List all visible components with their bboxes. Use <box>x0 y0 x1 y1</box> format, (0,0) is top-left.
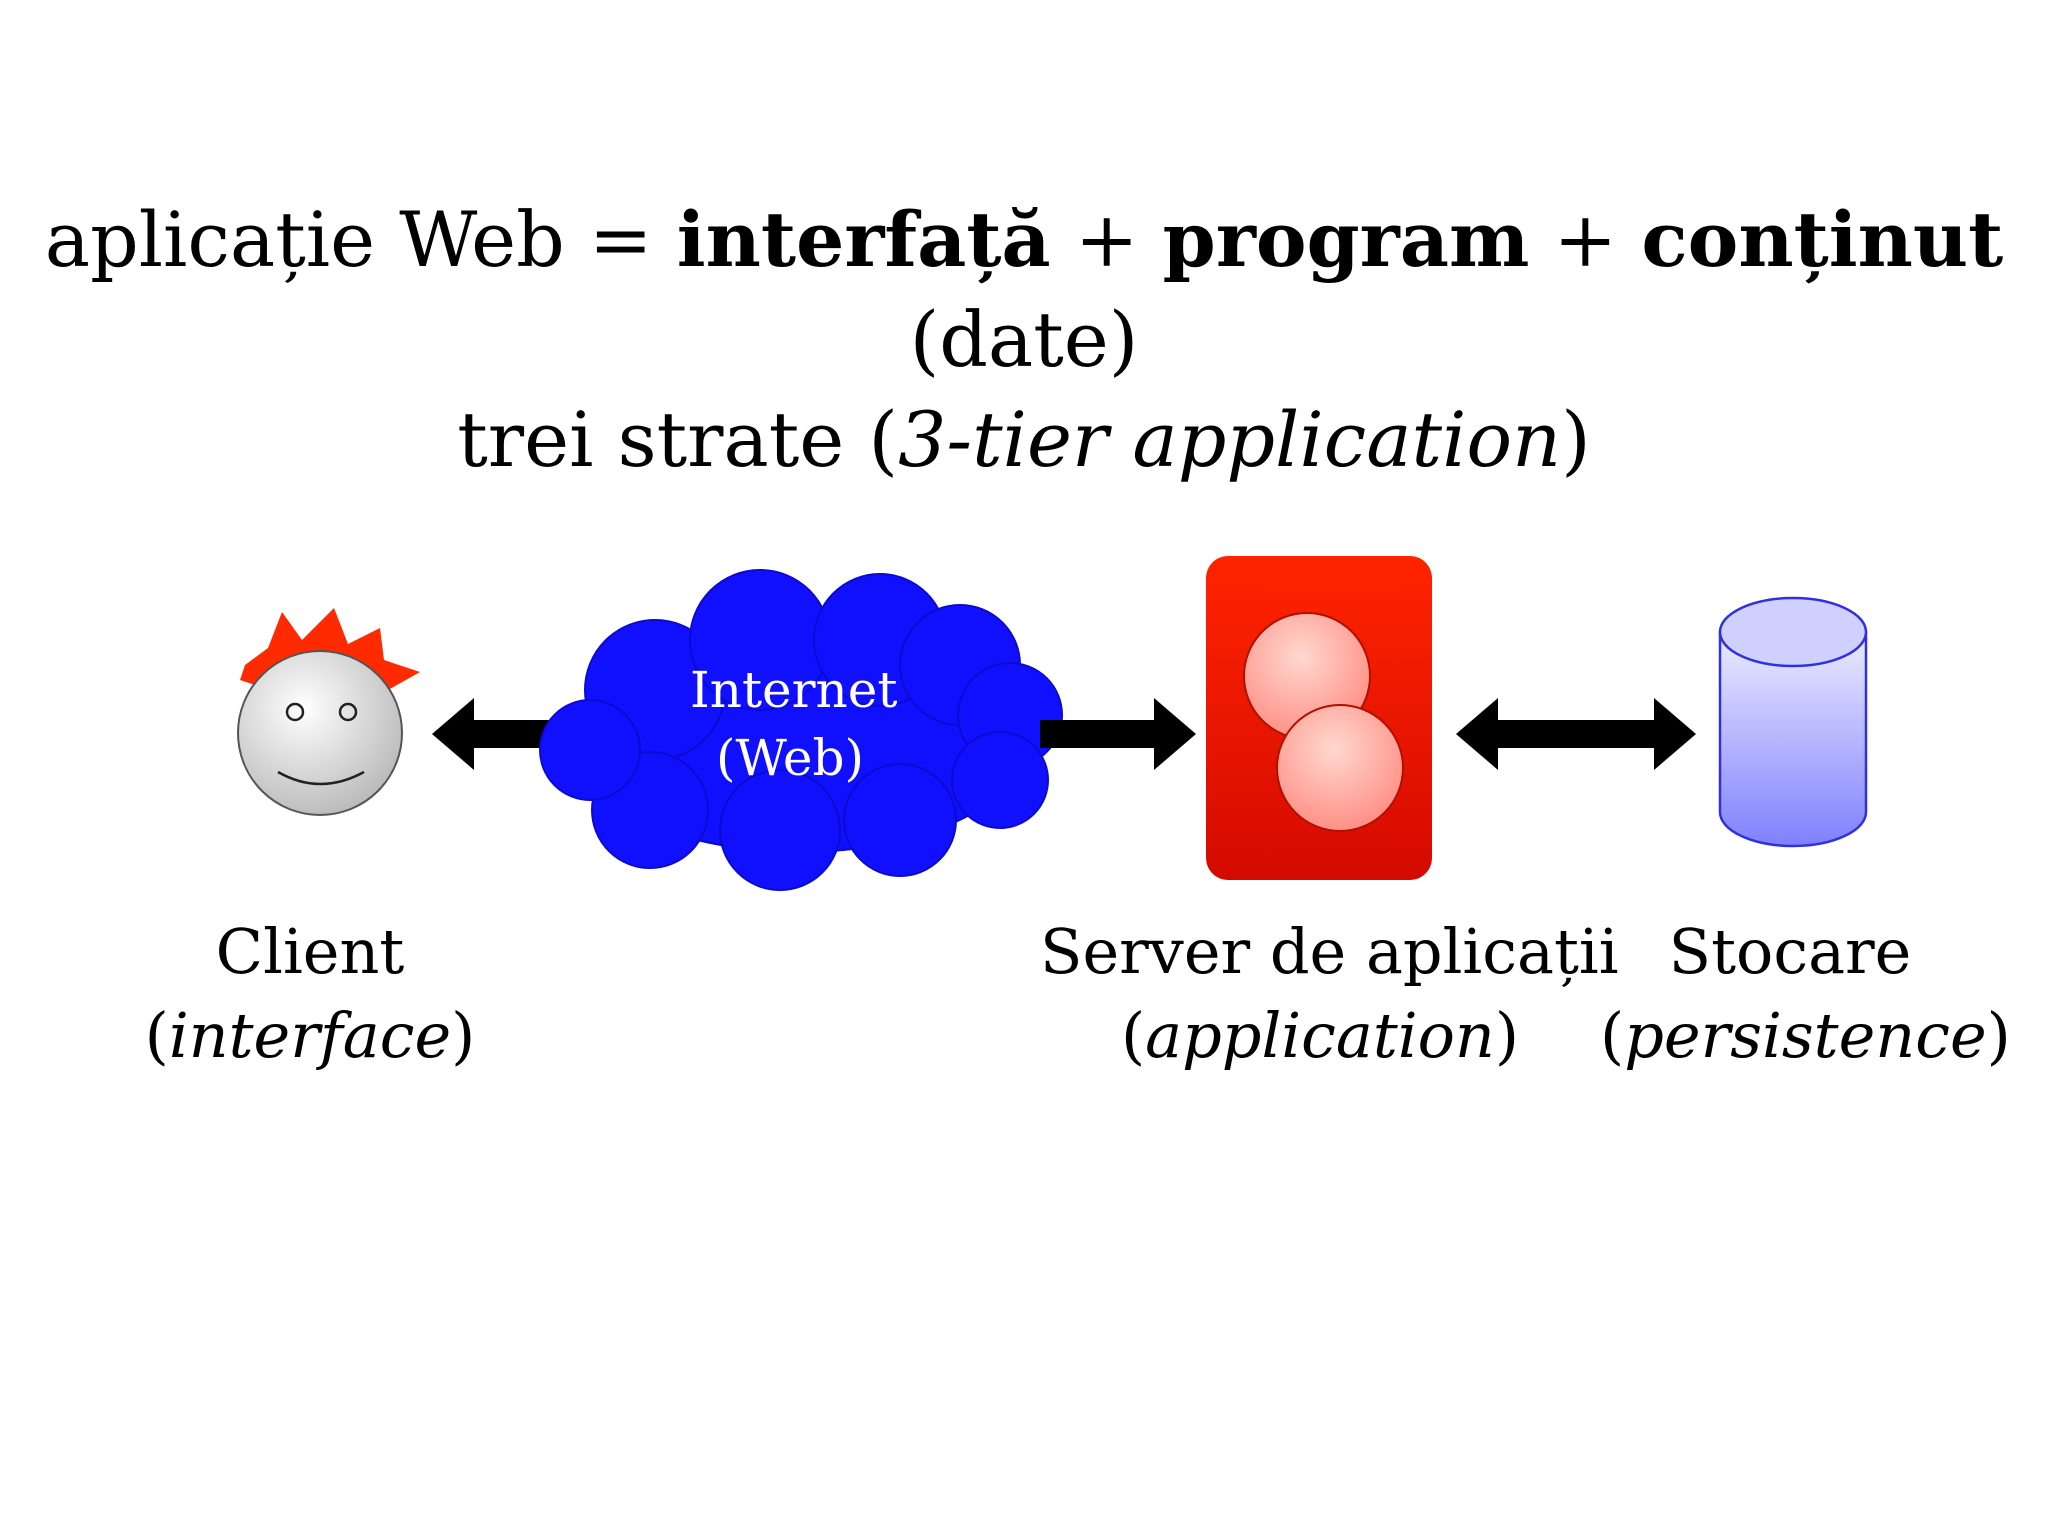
subtitle-italic: 3-tier application <box>898 395 1562 484</box>
server-role-text: application <box>1145 999 1495 1072</box>
storage-label: Stocare (persistence) <box>1600 910 2011 1078</box>
storage-role-text: persistence <box>1624 999 1987 1072</box>
internet-label: Internet (Web) <box>690 656 898 792</box>
smiley-face-icon <box>237 608 420 816</box>
title-lead: aplicație Web = <box>44 195 677 284</box>
application-server-icon <box>1206 556 1432 880</box>
arrow-internet-server <box>1040 698 1196 770</box>
title-term-interface: interfață <box>676 195 1051 284</box>
storage-role: (persistence) <box>1600 999 2011 1072</box>
client-role: (interface) <box>144 999 476 1072</box>
arrow-server-storage <box>1456 698 1696 770</box>
client-name: Client <box>215 915 405 988</box>
slide-title: aplicație Web = interfață + program + co… <box>0 190 2048 490</box>
client-role-text: interface <box>168 999 452 1072</box>
server-name: Server de aplicații <box>1040 915 1619 988</box>
database-cylinder-icon <box>1718 596 1868 848</box>
title-term-content: conținut <box>1641 195 2004 284</box>
internet-label-line2: (Web) <box>716 729 864 787</box>
title-tail: (date) <box>909 295 1139 384</box>
subtitle-tail: ) <box>1561 395 1591 484</box>
title-plus: + <box>1050 195 1163 284</box>
cloud-icon <box>539 569 1063 891</box>
server-role: (application) <box>1120 999 1520 1072</box>
title-line-2: trei strate (3-tier application) <box>0 390 2048 490</box>
client-label: Client (interface) <box>110 910 510 1078</box>
internet-label-line1: Internet <box>690 661 898 719</box>
title-term-program: program <box>1162 195 1530 284</box>
storage-name: Stocare <box>1668 915 1912 988</box>
title-line-1: aplicație Web = interfață + program + co… <box>0 190 2048 390</box>
subtitle-lead: trei strate ( <box>457 395 899 484</box>
title-plus: + <box>1529 195 1642 284</box>
server-label: Server de aplicații (application) <box>1040 910 1619 1078</box>
